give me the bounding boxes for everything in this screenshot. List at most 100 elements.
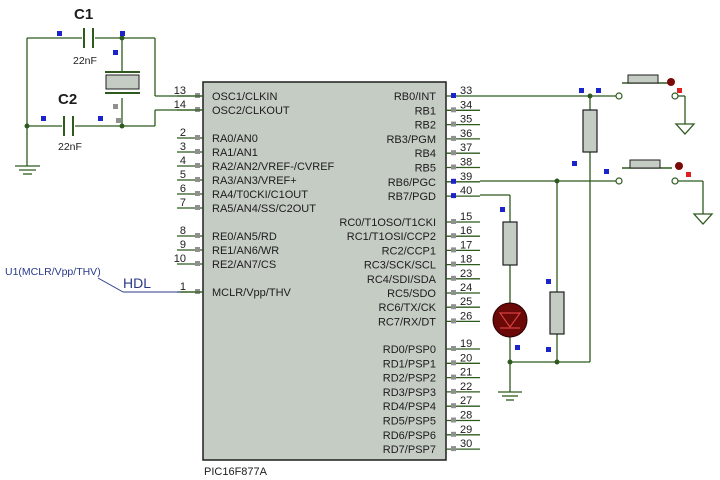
pin-number: 24 — [460, 282, 472, 294]
pin-marker — [195, 163, 200, 168]
resistor-pullup-rb0[interactable] — [582, 109, 598, 153]
hdl-connector — [97, 277, 180, 293]
pin-number: 2 — [180, 127, 186, 139]
pin-number: 18 — [460, 254, 472, 266]
pin-marker — [451, 247, 456, 253]
c2-value: 22nF — [58, 141, 82, 153]
pin-marker — [451, 219, 456, 224]
pin-marker — [451, 360, 456, 366]
pin-marker — [451, 233, 456, 239]
pin-label: RA3/AN3/VREF+ — [212, 175, 297, 187]
c1-capacitor[interactable] — [83, 28, 94, 48]
pin-label: OSC2/CLKOUT — [212, 105, 290, 117]
pin-marker — [451, 446, 456, 452]
pin-number: 30 — [460, 438, 472, 450]
pin-number: 37 — [460, 142, 472, 154]
ground-symbol-button1 — [674, 123, 696, 135]
pin-marker — [195, 191, 200, 196]
pin-label: MCLR/Vpp/THV — [212, 287, 292, 299]
resistor-pullup-rb6[interactable] — [549, 291, 565, 335]
c2-label: C2 — [58, 91, 77, 108]
pin-number: 28 — [460, 410, 472, 422]
pin-marker — [195, 135, 200, 140]
pin-label: RB6/PGC — [388, 177, 436, 189]
pin-number: 14 — [174, 99, 186, 111]
pin-marker — [195, 205, 200, 210]
pin-marker — [451, 318, 456, 324]
pin-number: 39 — [460, 171, 472, 183]
pin-label: RC0/T1OSO/T1CKI — [339, 217, 436, 229]
pin-label: RB5 — [415, 163, 436, 175]
crystal-oscillator[interactable] — [105, 71, 140, 94]
pin-marker — [451, 107, 456, 113]
pin-marker — [451, 150, 456, 156]
pin-number: 10 — [174, 253, 186, 265]
pin-marker — [195, 261, 200, 266]
pin-number: 26 — [460, 310, 472, 322]
pin-label: RA5/AN4/SS/C2OUT — [212, 203, 316, 215]
pin-label: RE1/AN6/WR — [212, 245, 279, 257]
right-pin-group: 33RB0/INT34RB135RB236RB3/PGM37RB438RB539… — [339, 85, 480, 456]
pin-marker — [451, 261, 456, 267]
resistor-led[interactable] — [502, 221, 518, 266]
c2-capacitor[interactable] — [63, 116, 74, 136]
pin-marker — [451, 431, 456, 437]
pin-number: 5 — [180, 169, 186, 181]
pin-label: RC7/RX/DT — [378, 316, 436, 328]
pin-label: OSC1/CLKIN — [212, 91, 277, 103]
pin-marker — [195, 247, 200, 252]
pin-marker — [451, 346, 456, 351]
pin-number: 40 — [460, 185, 472, 197]
chip-body[interactable] — [202, 81, 447, 461]
pin-marker — [451, 178, 456, 184]
push-button-2[interactable] — [615, 159, 683, 185]
pin-label: RC1/T1OSI/CCP2 — [347, 231, 436, 243]
pin-number: 21 — [460, 367, 472, 379]
push-button-1[interactable] — [615, 74, 679, 100]
led-diode[interactable] — [492, 302, 528, 338]
pin-label: RB0/INT — [394, 91, 436, 103]
hdl-label: HDL — [123, 275, 151, 291]
pin-marker — [451, 290, 456, 295]
pin-label: RB4 — [415, 148, 436, 160]
pin-label: RC2/CCP1 — [382, 245, 436, 257]
pin-number: 22 — [460, 381, 472, 393]
pin-number: 36 — [460, 128, 472, 140]
pin-number: 7 — [180, 197, 186, 209]
pin-number: 9 — [180, 239, 186, 251]
